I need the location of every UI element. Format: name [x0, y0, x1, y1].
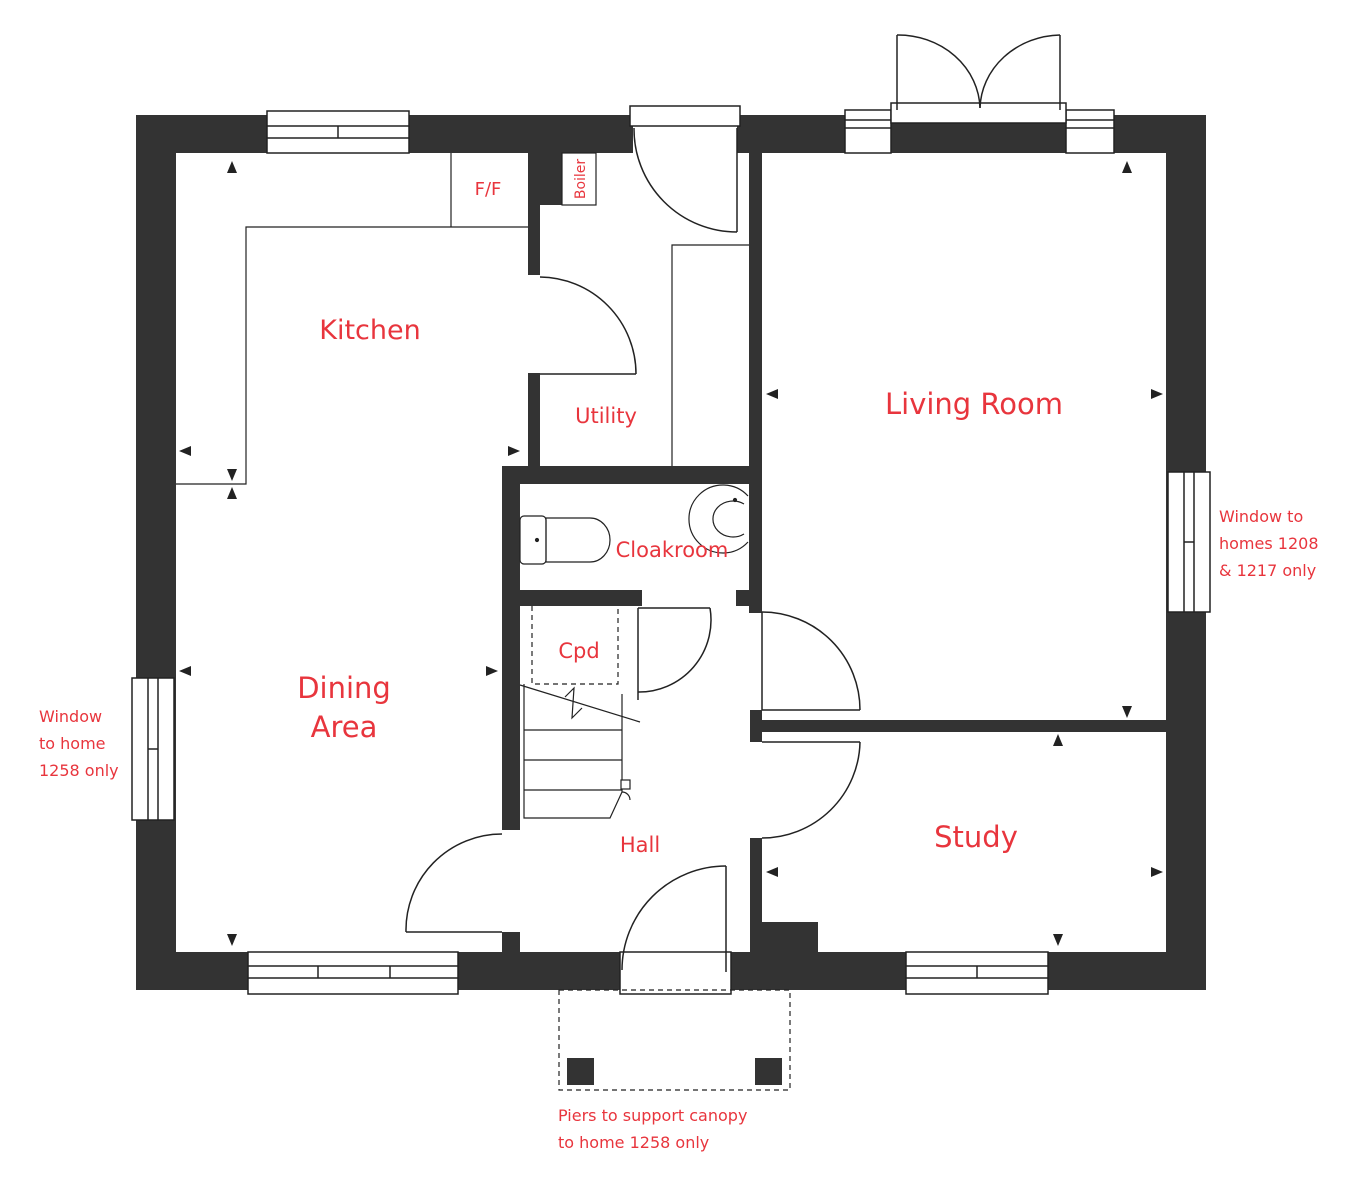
- note-window-right-line2: homes 1208: [1219, 534, 1319, 553]
- windows: [131, 109, 1211, 995]
- pier-left: [567, 1058, 594, 1085]
- note-window-left-line1: Window: [39, 707, 102, 726]
- cloakroom-fixtures: [519, 484, 749, 565]
- french-doors: [890, 34, 1067, 124]
- room-label-boiler: Boiler: [573, 159, 589, 200]
- room-label-cpd: Cpd: [558, 639, 599, 663]
- room-label-living-room: Living Room: [885, 387, 1063, 421]
- room-label-kitchen: Kitchen: [319, 315, 420, 346]
- note-window-left-line3: 1258 only: [39, 761, 119, 780]
- pier-right: [755, 1058, 782, 1085]
- canopy: [558, 989, 791, 1091]
- note-window-right-line1: Window to: [1219, 507, 1303, 526]
- interior-walls: [502, 115, 1166, 954]
- note-piers-line1: Piers to support canopy: [558, 1106, 747, 1125]
- room-label-hall: Hall: [620, 833, 660, 857]
- note-window-left-line2: to home: [39, 734, 106, 753]
- dimension-arrows: [179, 161, 1163, 946]
- doors: [405, 105, 861, 995]
- stairs: [519, 606, 641, 819]
- room-label-dining-line1: Dining: [297, 671, 391, 705]
- note-window-right-line3: & 1217 only: [1219, 561, 1316, 580]
- kitchen-units: [176, 152, 749, 485]
- room-label-ff: F/F: [475, 179, 502, 200]
- room-label-study: Study: [934, 820, 1018, 854]
- room-label-utility: Utility: [575, 404, 637, 428]
- note-piers-line2: to home 1258 only: [558, 1133, 709, 1152]
- room-label-cloakroom: Cloakroom: [616, 538, 729, 562]
- room-label-dining-line2: Area: [311, 710, 378, 744]
